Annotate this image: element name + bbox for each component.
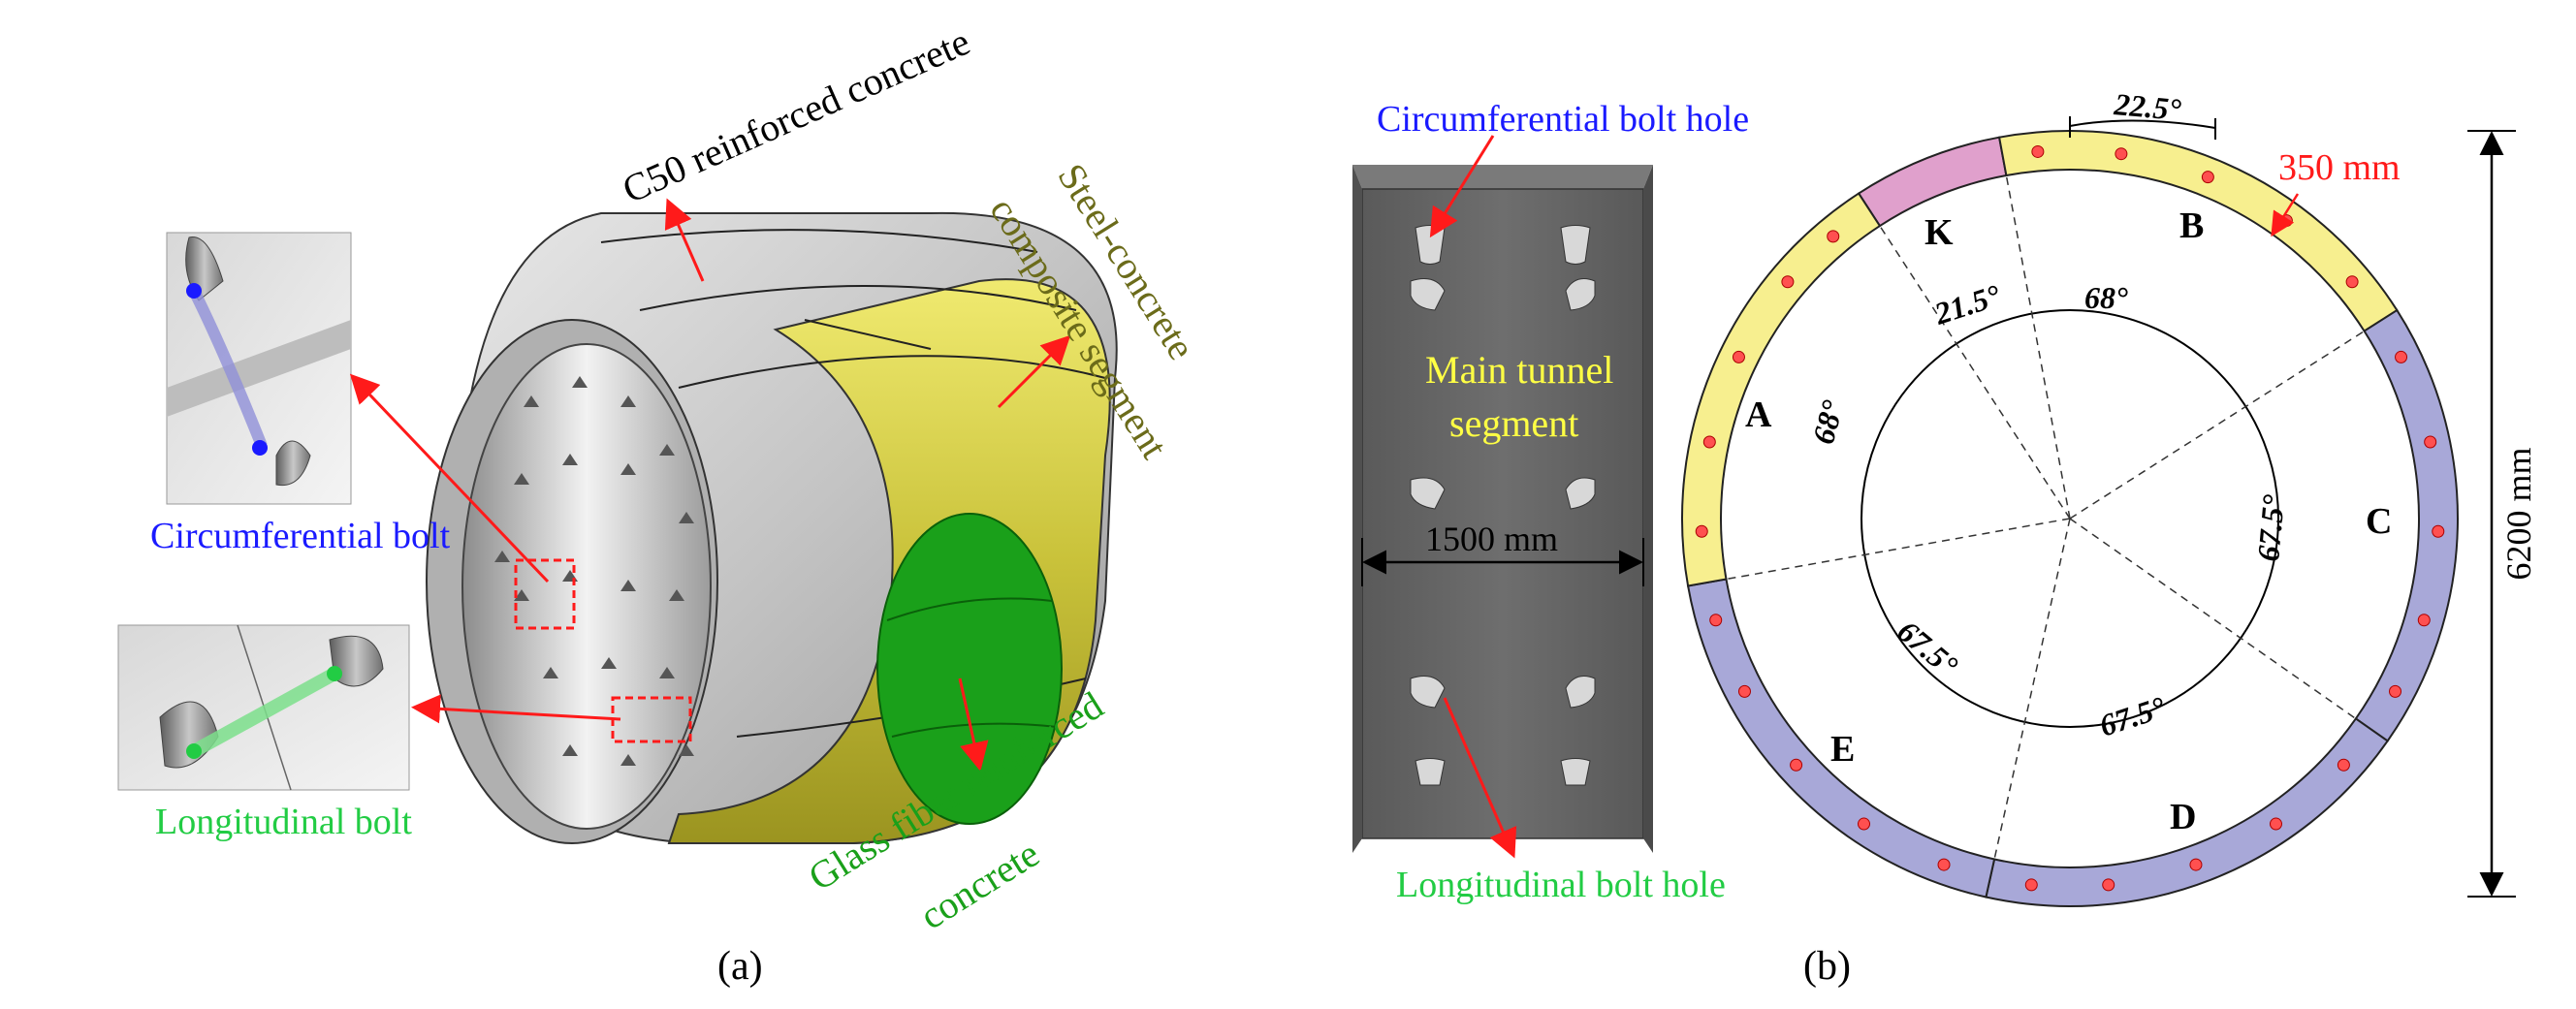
panel-b: Circumferential bolt hole Longitudinal b… xyxy=(1352,86,2538,989)
label-main-line1: Main tunnel xyxy=(1425,348,1613,392)
joint-line xyxy=(2005,174,2071,520)
label-long-bolt: Longitudinal bolt xyxy=(155,802,412,842)
bolt-hole-dot xyxy=(1695,524,1708,538)
caption-a: (a) xyxy=(717,944,763,989)
segment-k: K xyxy=(1924,212,1954,253)
bolt-hole-dot xyxy=(2189,858,2203,871)
circ-bolt-inset xyxy=(166,232,352,505)
joint-line xyxy=(1726,518,2071,581)
angle-d: 67.5° xyxy=(2095,689,2170,743)
caption-b: (b) xyxy=(1803,944,1851,989)
bolt-hole-dot xyxy=(1937,858,1951,871)
segment-a: A xyxy=(1745,394,1772,435)
segment-e: E xyxy=(1830,729,1855,770)
bolt-hole-dot xyxy=(1781,275,1795,289)
label-diameter: 6200 mm xyxy=(2499,447,2538,580)
label-long-hole: Longitudinal bolt hole xyxy=(1396,865,1726,905)
bolt-hole-dot xyxy=(1732,350,1745,363)
long-bolt-inset xyxy=(117,624,410,791)
bolt-hole-dot xyxy=(2395,350,2408,363)
angle-reference-circle xyxy=(1860,309,2279,728)
bolt-hole-dot xyxy=(2031,144,2045,158)
joint-line xyxy=(2069,518,2357,720)
label-thickness: 350 mm xyxy=(2278,147,2401,188)
bolt-hole-dot xyxy=(1702,435,1716,449)
angle-k: 21.5° xyxy=(1929,277,2005,331)
main-segment-block xyxy=(1352,135,1653,859)
angle-c: 67.5° xyxy=(2250,493,2291,563)
panel-a: C50 reinforced concrete Steel-concrete c… xyxy=(117,19,1204,989)
bolt-hole-dot xyxy=(2432,524,2445,538)
joint-line xyxy=(1993,518,2071,860)
bolt-hole-dot xyxy=(2024,878,2038,892)
angle-e: 67.5° xyxy=(1892,614,1965,683)
angle-top: 22.5° xyxy=(2112,86,2182,127)
label-c50: C50 reinforced concrete xyxy=(616,19,975,211)
ring-inner-surface xyxy=(461,343,712,830)
bolt-hole-dot xyxy=(2389,684,2402,698)
segment-c: C xyxy=(2366,501,2392,542)
bolt-hole-dot xyxy=(1827,230,1840,243)
angle-a: 68° xyxy=(1805,396,1850,448)
bolt-hole-dot xyxy=(1858,817,1871,831)
ring-segment-a xyxy=(1681,192,1882,587)
label-gfrc-line2: concrete xyxy=(912,832,1047,938)
joint-line xyxy=(2069,330,2366,520)
bolt-hole-dot xyxy=(2424,435,2437,449)
bolt-hole-dot xyxy=(2337,758,2350,772)
bolt-hole-dot xyxy=(2345,275,2359,289)
segment-d: D xyxy=(2170,797,2196,837)
label-circ-bolt: Circumferential bolt xyxy=(150,516,451,556)
ring-cross-section xyxy=(1681,130,2460,907)
bolt-hole-dot xyxy=(1709,614,1723,627)
circ-bolt-highlight xyxy=(514,558,576,630)
bolt-hole-dot xyxy=(2269,817,2282,831)
label-circ-hole: Circumferential bolt hole xyxy=(1377,99,1749,140)
bolt-hole-dot xyxy=(1737,684,1751,698)
gfrc-window xyxy=(876,513,1063,825)
label-main-line2: segment xyxy=(1449,401,1578,445)
label-width-dim: 1500 mm xyxy=(1425,520,1558,558)
bolt-hole-dot xyxy=(1790,758,1803,772)
bolt-hole-dot xyxy=(2201,171,2214,184)
angle-b: 68° xyxy=(2084,280,2128,315)
joint-line xyxy=(1879,225,2071,520)
bolt-hole-dot xyxy=(2102,878,2115,892)
segment-b: B xyxy=(2179,205,2204,246)
bolt-hole-dot xyxy=(2115,147,2128,161)
bolt-hole-dot xyxy=(2417,614,2431,627)
